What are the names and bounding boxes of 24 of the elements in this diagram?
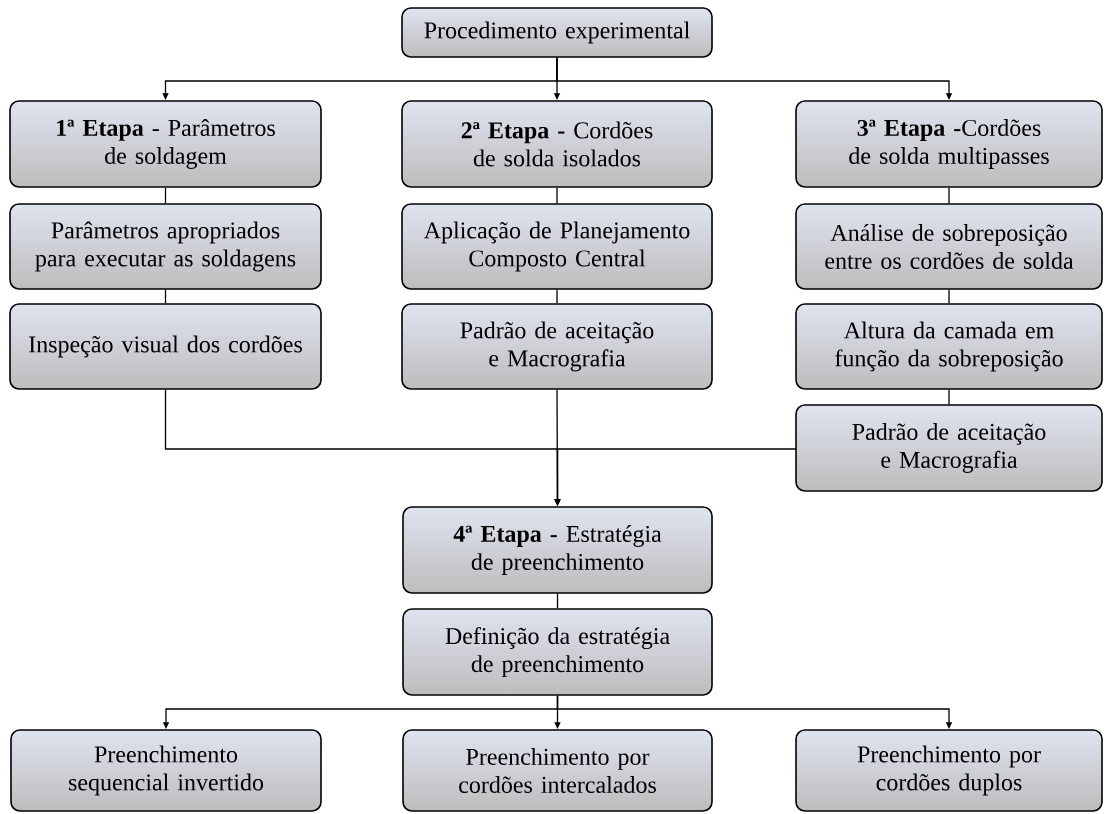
process-box: Altura da camada em função da sobreposição xyxy=(795,303,1103,390)
process-box: Padrão de aceitação e Macrografia xyxy=(795,404,1103,492)
connector-line xyxy=(556,187,558,204)
connector-line xyxy=(556,289,558,304)
connector-line xyxy=(164,289,167,304)
process-box: 1ª Etapa - Parâmetros de soldagem xyxy=(9,100,322,188)
process-box: Preenchimento por cordões intercalados xyxy=(402,729,713,812)
process-box: 4ª Etapa - Estratégia de preenchimento xyxy=(402,506,713,594)
process-box: Parâmetros apropriados para executar as soldagens xyxy=(9,203,322,290)
connector-line xyxy=(948,187,950,204)
process-box: Definição da estratégia de preenchimento xyxy=(402,608,713,696)
process-box: 3ª Etapa -Cordões de solda multipasses xyxy=(795,100,1103,188)
process-box: Procedimento experimental xyxy=(401,7,713,58)
process-box: Preenchimento por cordões duplos xyxy=(795,729,1103,812)
process-box: Inspeção visual dos cordões xyxy=(9,303,322,390)
process-box: Padrão de aceitação e Macrografia xyxy=(401,303,713,390)
connector-line xyxy=(948,289,950,304)
process-box: Preenchimento sequencial invertido xyxy=(10,729,322,812)
process-box: 2ª Etapa - Cordões de solda isolados xyxy=(401,100,713,188)
connector-line xyxy=(948,389,950,405)
connector-line xyxy=(556,593,559,609)
process-box: Análise de sobreposição entre os cordões de solda xyxy=(795,203,1103,290)
process-box: Aplicação de Planejamento Composto Central xyxy=(401,203,713,290)
connector-line xyxy=(164,187,167,204)
